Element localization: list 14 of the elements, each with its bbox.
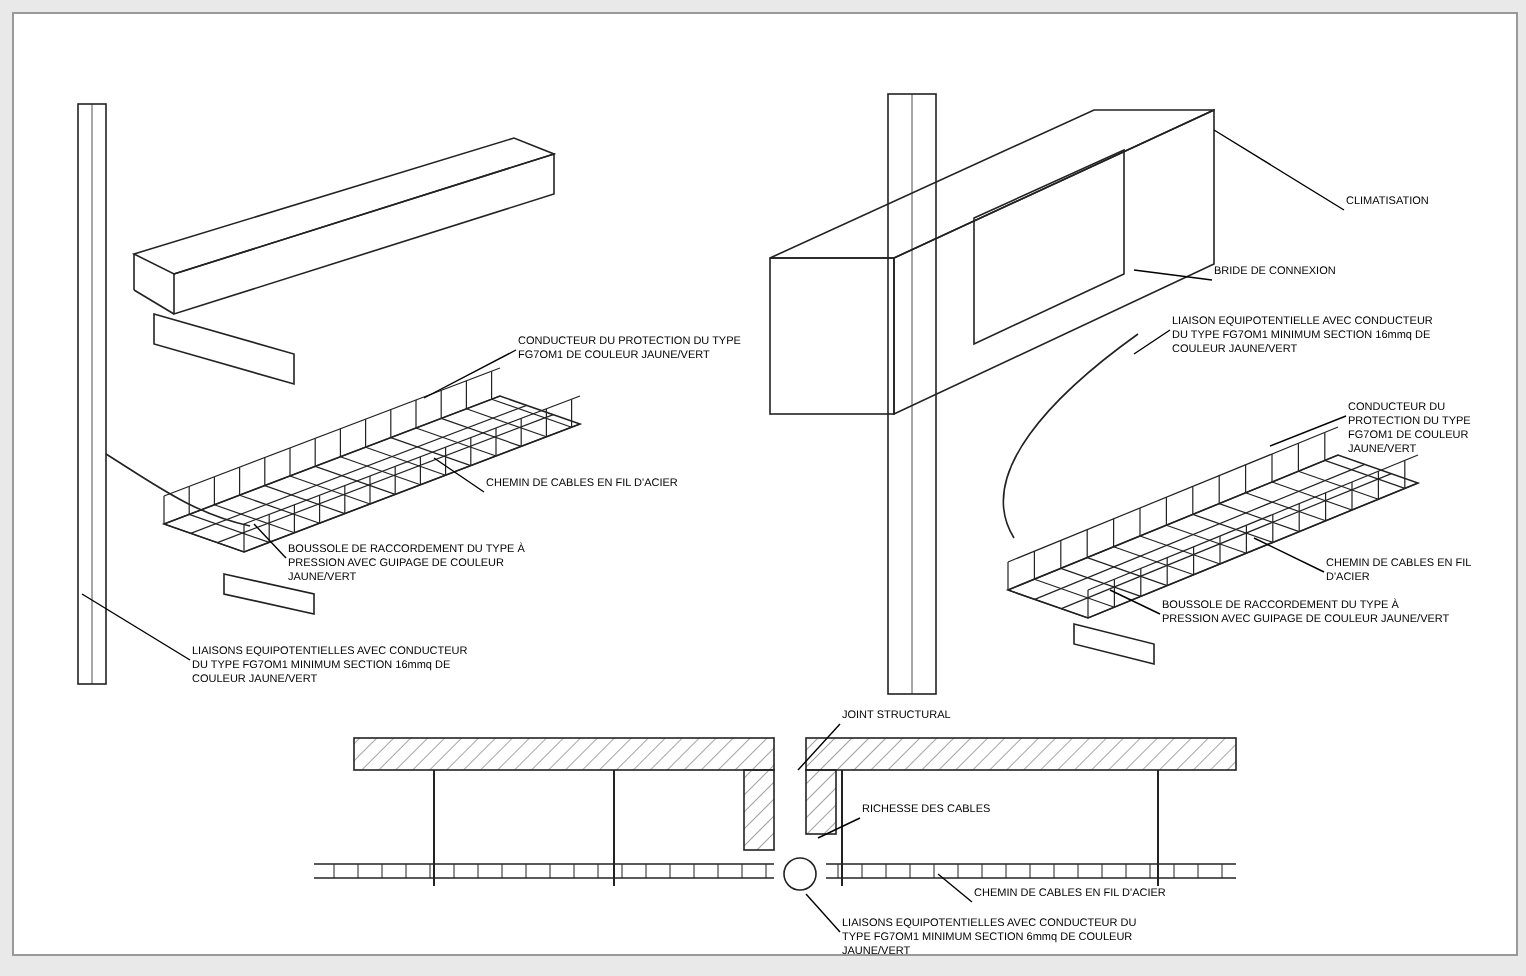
- leader-line: [1269, 415, 1347, 447]
- leader-line: [797, 723, 841, 771]
- leader-line: [253, 523, 287, 559]
- leader-line: [433, 457, 485, 493]
- leader-line: [423, 349, 517, 399]
- leader-line: [817, 817, 861, 839]
- leader-line: [805, 893, 841, 933]
- leader-line: [1213, 129, 1345, 211]
- leader-line: [1133, 329, 1171, 355]
- leader-line: [1253, 537, 1325, 573]
- leader-line: [81, 593, 191, 661]
- leader-line: [937, 873, 973, 903]
- leader-line: [1109, 589, 1161, 615]
- leader-line: [1133, 269, 1213, 281]
